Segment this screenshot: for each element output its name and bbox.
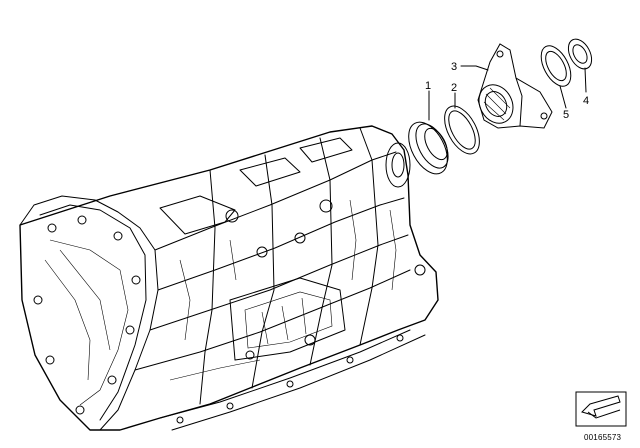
callout-5: 5 <box>563 109 569 121</box>
transmission-housing <box>19 125 439 431</box>
callout-1: 1 <box>425 80 431 92</box>
doc-id: 00165573 <box>584 433 622 442</box>
callouts: 1 2 3 4 5 <box>425 61 589 121</box>
leader-lines <box>428 65 587 121</box>
nav-arrow-box <box>575 391 627 427</box>
callout-4: 4 <box>583 95 589 107</box>
callout-3: 3 <box>451 61 457 73</box>
part-3-output-flange <box>477 43 553 129</box>
callout-2: 2 <box>451 82 457 94</box>
part-1-shaft-seal <box>408 121 449 175</box>
part-4-collar-nut <box>567 38 593 70</box>
arrow-icon <box>581 395 621 419</box>
part-2-gasket-ring <box>444 105 480 155</box>
part-5-seal-ring <box>540 45 572 87</box>
